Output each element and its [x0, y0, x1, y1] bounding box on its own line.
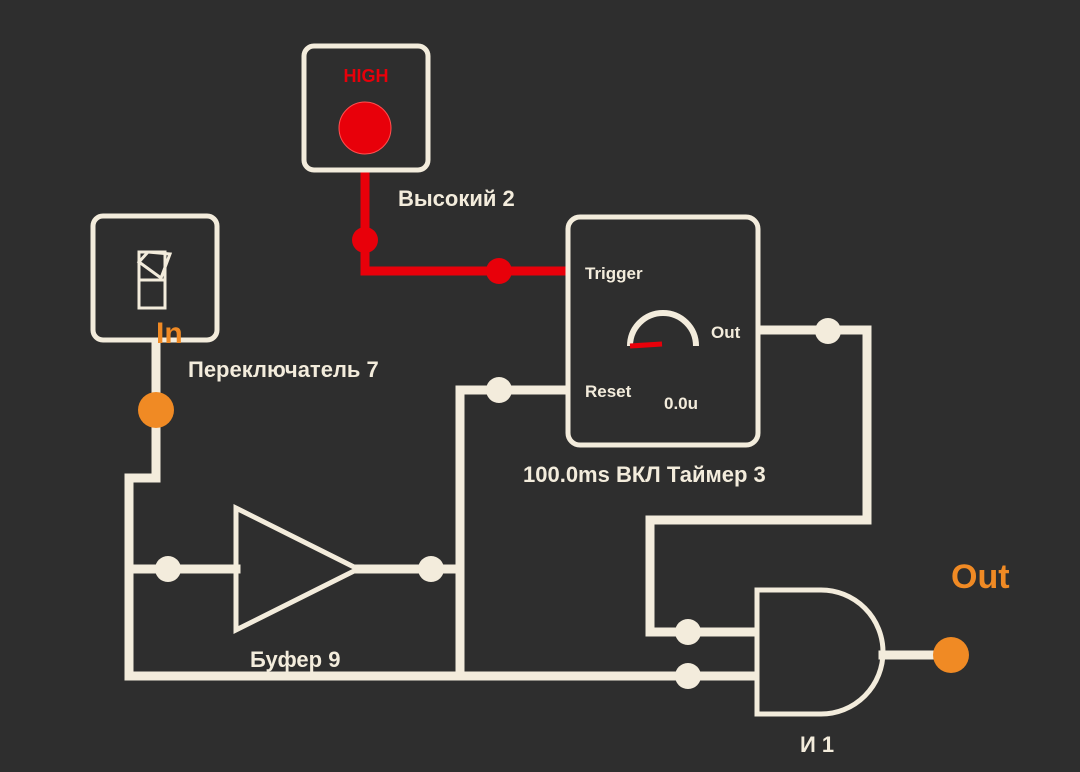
switch-box[interactable]: [90, 213, 220, 343]
wires: [124, 167, 955, 681]
switch-name: In: [156, 317, 183, 350]
timer-label: 100.0ms ВКЛ Таймер 3: [523, 462, 766, 487]
timer-readout: 0.0u: [664, 394, 698, 413]
and-input-b-pin[interactable]: [675, 663, 701, 689]
high-badge: HIGH: [344, 66, 389, 86]
high-source-output-pin[interactable]: [352, 227, 378, 253]
buffer-gate-icon[interactable]: [233, 503, 364, 635]
red-led-icon: [338, 101, 392, 155]
switch-component[interactable]: In Переключатель 7: [90, 213, 379, 382]
timer-pin-out: Out: [711, 323, 741, 342]
timer-pin-trigger: Trigger: [585, 264, 643, 283]
wire-switch-out[interactable]: [124, 337, 760, 681]
buffer-output-pin[interactable]: [418, 556, 444, 582]
and-gate-component[interactable]: И 1: [754, 587, 886, 757]
timer-box[interactable]: [565, 214, 761, 448]
and-input-a-pin[interactable]: [675, 619, 701, 645]
buffer-label: Буфер 9: [250, 647, 340, 672]
timer-reset-pin[interactable]: [486, 377, 512, 403]
high-source[interactable]: HIGH Высокий 2: [301, 43, 515, 211]
gauge-icon: [627, 310, 699, 349]
switch-label: Переключатель 7: [188, 357, 379, 382]
high-source-box[interactable]: [301, 43, 431, 173]
timer-component[interactable]: Trigger Reset Out 0.0u 100.0ms ВКЛ Тайме…: [523, 214, 766, 487]
buffer-component[interactable]: Буфер 9: [233, 503, 364, 672]
switch-output-pin[interactable]: [138, 392, 174, 428]
toggle-switch-icon[interactable]: [136, 250, 173, 310]
and-gate-icon[interactable]: [754, 587, 886, 717]
and-gate-label: И 1: [800, 732, 834, 757]
pins: [138, 227, 969, 689]
timer-out-pin[interactable]: [815, 318, 841, 344]
timer-trigger-pin[interactable]: [486, 258, 512, 284]
buffer-input-pin[interactable]: [155, 556, 181, 582]
high-source-label: Высокий 2: [398, 186, 515, 211]
wire-buffer-out[interactable]: [353, 385, 570, 574]
wire-timer-out[interactable]: [645, 325, 872, 637]
timer-pin-reset: Reset: [585, 382, 632, 401]
output-pin[interactable]: [933, 637, 969, 673]
output-name: Out: [951, 558, 1010, 596]
